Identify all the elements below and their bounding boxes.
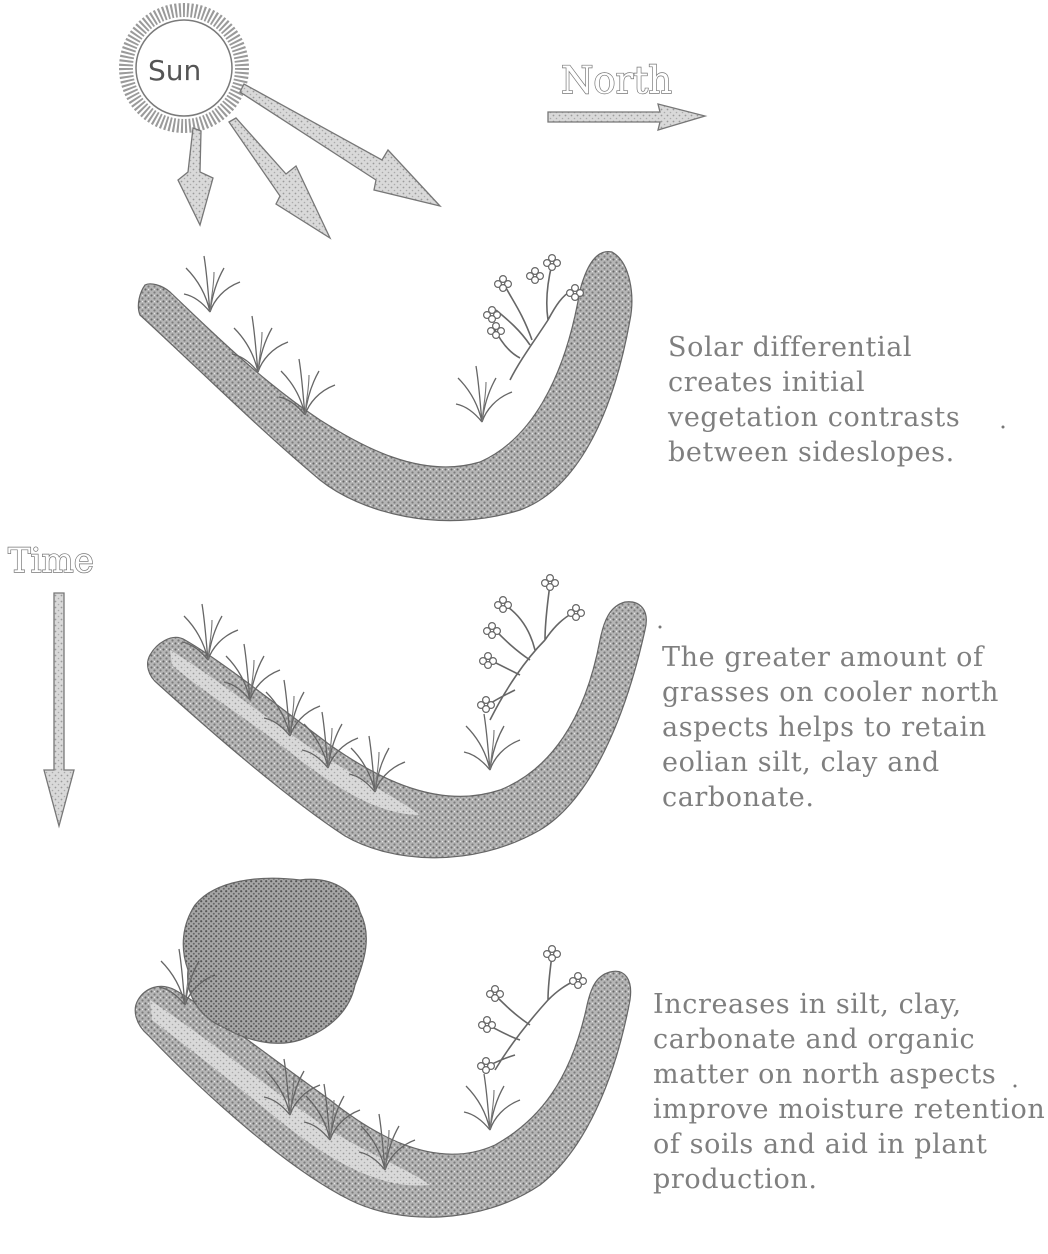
caption-line: Solar differential: [668, 330, 960, 365]
caption-line: matter on north aspects: [653, 1057, 1045, 1092]
caption-line: carbonate and organic: [653, 1022, 1045, 1057]
caption-line: aspects helps to retain: [662, 710, 999, 745]
valley-stage-2: [148, 575, 647, 858]
caption-stage-1: Solar differential creates initial veget…: [668, 330, 960, 470]
time-label: Time: [8, 541, 94, 581]
sun: Sun: [126, 10, 242, 126]
caption-line: The greater amount of: [662, 640, 999, 675]
time-indicator: Time: [8, 541, 94, 826]
flower-icon: [544, 946, 561, 962]
caption-line: carbonate.: [662, 780, 999, 815]
flower-icon: [542, 575, 559, 591]
flower-icon: [570, 973, 587, 989]
caption-stage-2: The greater amount of grasses on cooler …: [662, 640, 999, 815]
speck-mark: [1002, 426, 1005, 429]
caption-line: grasses on cooler north: [662, 675, 999, 710]
flower-icon: [478, 697, 495, 713]
caption-line: Increases in silt, clay,: [653, 987, 1045, 1022]
flower-icon: [495, 597, 512, 613]
valley-stage-1: [138, 252, 631, 521]
flower-icon: [568, 605, 585, 621]
caption-line: production.: [653, 1162, 1045, 1197]
north-arrow: [548, 104, 705, 130]
flower-icon: [487, 986, 504, 1002]
grass-icon: [464, 714, 520, 770]
caption-line: creates initial: [668, 365, 960, 400]
flower-icon: [484, 623, 501, 639]
flower-icon: [495, 276, 512, 292]
shrub-stems: [488, 955, 576, 1070]
caption-line: vegetation contrasts: [668, 400, 960, 435]
flower-icon: [480, 653, 497, 669]
flower-icon: [484, 307, 501, 323]
caption-stage-3: Increases in silt, clay, carbonate and o…: [653, 987, 1045, 1197]
sun-label: Sun: [148, 54, 201, 87]
speck-mark: [659, 626, 662, 629]
grass-icon: [456, 366, 512, 422]
valley-3-shrub: [478, 946, 587, 1074]
flower-icon: [478, 1058, 495, 1074]
grass-icon: [464, 1074, 520, 1130]
caption-line: between sideslopes.: [668, 435, 960, 470]
valley-2-soil: [148, 602, 647, 858]
flower-icon: [544, 255, 561, 271]
grass-icon: [184, 256, 240, 312]
caption-line: eolian silt, clay and: [662, 745, 999, 780]
valley-3-shrub-canopy: [183, 878, 366, 1043]
flower-icon: [479, 1017, 496, 1033]
time-arrow: [44, 593, 74, 826]
north-indicator: North: [548, 59, 705, 130]
sun-ray-arrow-1: [178, 128, 213, 225]
caption-line: improve moisture retention: [653, 1092, 1045, 1127]
sun-ray-arrow-3: [240, 84, 440, 206]
caption-line: of soils and aid in plant: [653, 1127, 1045, 1162]
north-label: North: [561, 59, 672, 102]
flower-icon: [527, 268, 544, 284]
valley-stage-3: [135, 878, 630, 1217]
valley-2-shrub: [478, 575, 585, 720]
